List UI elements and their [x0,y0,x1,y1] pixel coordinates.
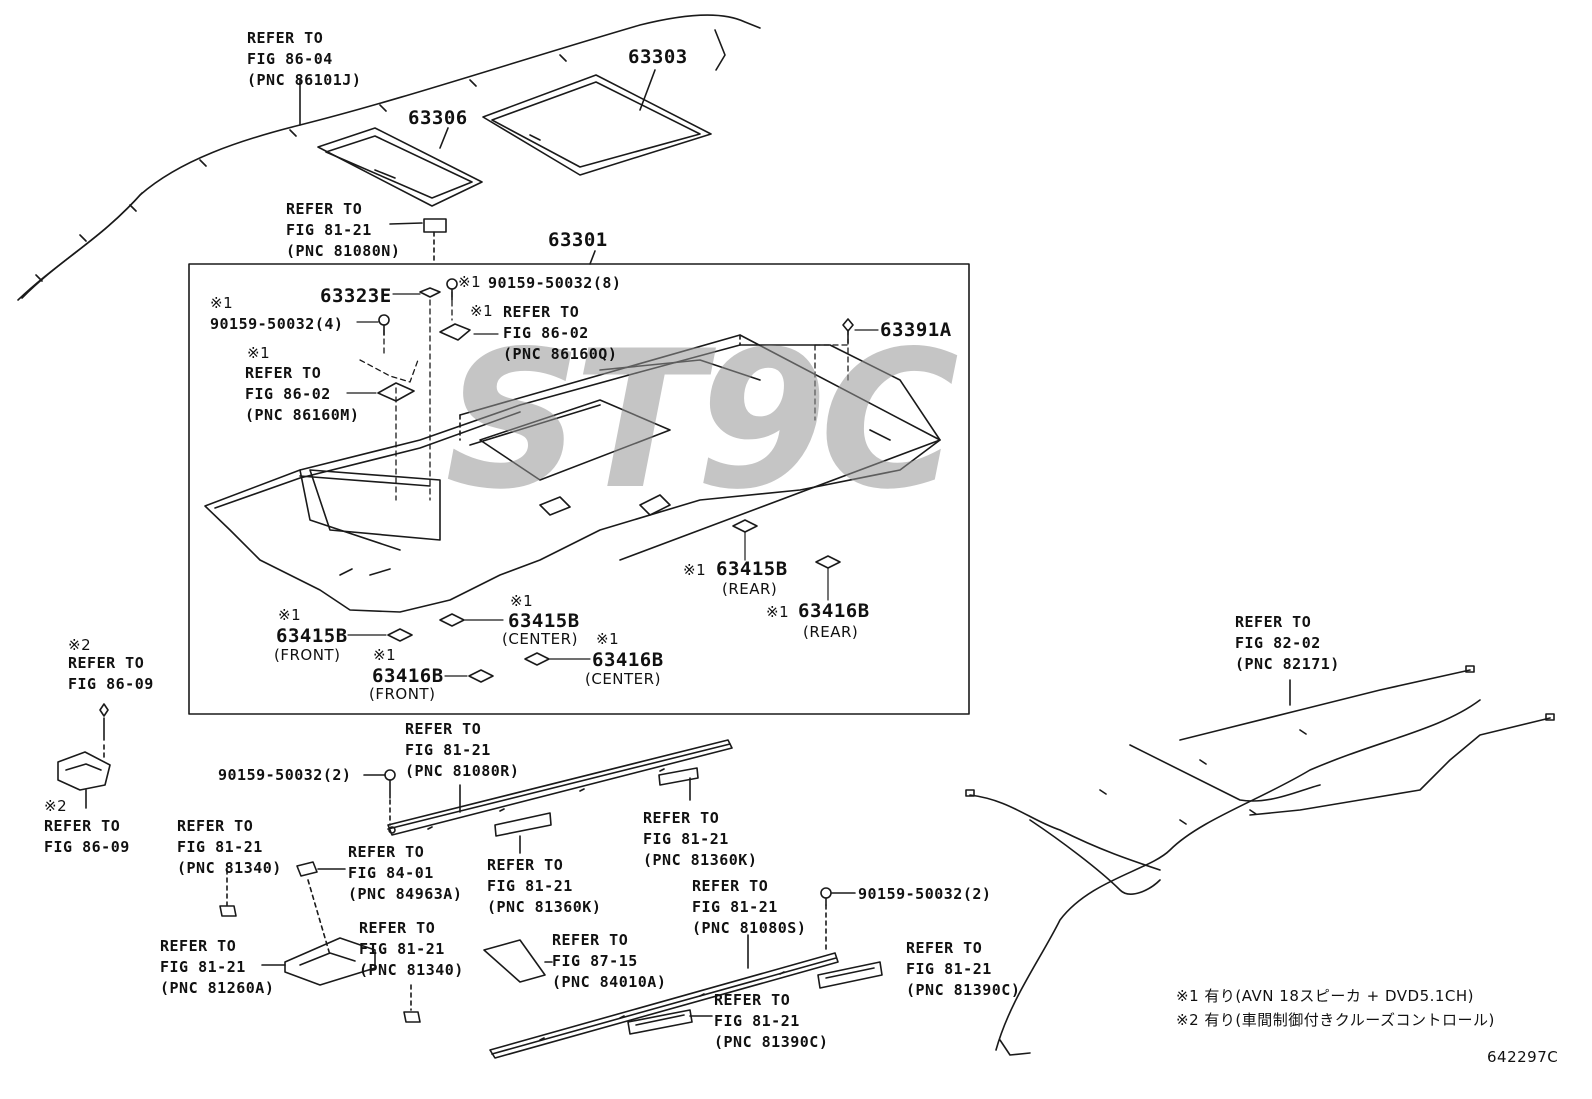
tag-front-1: (FRONT) [274,646,341,664]
catalog-code: 642297C [1487,1048,1559,1066]
roof-harness-86101j [17,14,761,301]
mark-1-bolt4: ※1 [210,294,234,312]
headliner-box [188,263,970,715]
clip-81340-left [219,905,237,917]
part-63303-label: 63303 [628,46,688,68]
mark-2-top: ※2 [68,636,92,654]
tag-front-2: (FRONT) [369,685,436,703]
part-63323e-label: 63323E [320,285,392,307]
note-1: ※1 有り(AVN 18スピーカ + DVD5.1CH) [1176,987,1475,1005]
clip-84963a [296,861,346,956]
part-84010a [483,939,553,983]
ref-86160q-label: REFER TO FIG 86-02 (PNC 86160Q) [503,303,618,363]
ref-81080s-label: REFER TO FIG 81-21 (PNC 81080S) [692,877,807,937]
part-63415b-center-label: 63415B [508,610,580,632]
clip-81360k-right [658,767,699,801]
mark-1-86160m: ※1 [247,344,271,362]
sunshade-63306 [317,127,483,207]
ref-86-04-label: REFER TO FIG 86-04 (PNC 86101J) [247,29,362,89]
watermark-logo: ST9C [445,310,959,531]
ref-81340-mid-label: REFER TO FIG 81-21 (PNC 81340) [359,919,464,979]
mark-1-86160q: ※1 [470,302,494,320]
rail-81080r [363,739,733,836]
tag-rear-2: (REAR) [803,623,859,641]
part-63306-label: 63306 [408,107,468,129]
tag-center-2: (CENTER) [585,670,661,688]
mark-1-63415b-rear: ※1 [683,561,707,579]
mark-1-bolt8: ※1 [458,273,482,291]
tag-center-1: (CENTER) [502,630,578,648]
mark-1-63416b-center: ※1 [596,630,620,648]
headliner-63301 [204,334,941,613]
mark-1-63416b-front: ※1 [373,646,397,664]
clip-81360k-mid [494,812,552,854]
lamp-81390c-bottom [627,1009,713,1035]
part-63416b-front-label: 63416B [372,665,444,687]
part-63391a-label: 63391A [880,319,952,341]
ref-81080r-label: REFER TO FIG 81-21 (PNC 81080R) [405,720,520,780]
clip-81080n [423,218,447,233]
ref-81260a-label: REFER TO FIG 81-21 (PNC 81260A) [160,937,275,997]
note-2: ※2 有り(車間制御付きクルーズコントロール) [1176,1011,1495,1029]
ref-81360k-right-label: REFER TO FIG 81-21 (PNC 81360K) [643,809,758,869]
ref-81080n-label: REFER TO FIG 81-21 (PNC 81080N) [286,200,401,260]
mark-1-63415b-front: ※1 [278,606,302,624]
ref-84963a-label: REFER TO FIG 84-01 (PNC 84963A) [348,843,463,903]
part-63416b-center-label: 63416B [592,649,664,671]
mark-2-bottom: ※2 [44,797,68,815]
mark-1-63415b-center: ※1 [510,592,534,610]
lamp-81260a [261,937,376,986]
ref-81390c-bottom-label: REFER TO FIG 81-21 (PNC 81390C) [714,991,829,1051]
ref-82171-label: REFER TO FIG 82-02 (PNC 82171) [1235,613,1340,673]
ref-81340-left-label: REFER TO FIG 81-21 (PNC 81340) [177,817,282,877]
bolt-8-label: 90159-50032(8) [488,274,622,292]
ref-81360k-mid-label: REFER TO FIG 81-21 (PNC 81360K) [487,856,602,916]
bolt-2a-label: 90159-50032(2) [218,766,352,784]
ref-86160m-label: REFER TO FIG 86-02 (PNC 86160M) [245,364,360,424]
lamp-81390c-right [817,961,883,989]
ref-84010a-label: REFER TO FIG 87-15 (PNC 84010A) [552,931,667,991]
mark-1-63416b-rear: ※1 [766,603,790,621]
leader-81080n [389,222,423,225]
part-63301-label: 63301 [548,229,608,251]
tag-rear-1: (REAR) [722,580,778,598]
rail-81080s [489,887,856,1059]
ref-86-09-bottom-label: REFER TO FIG 86-09 [44,817,130,856]
part-63415b-rear-label: 63415B [716,558,788,580]
bolt-4-label: 90159-50032(4) [210,315,344,333]
part-63415b-front-label: 63415B [276,625,348,647]
sunshade-63303 [482,69,712,176]
clip-81340-mid [403,1011,421,1023]
ref-86-09-top-label: REFER TO FIG 86-09 [68,654,154,693]
bolt-2b-label: 90159-50032(2) [858,885,992,903]
ref-81390c-right-label: REFER TO FIG 81-21 (PNC 81390C) [906,939,1021,999]
part-63416b-rear-label: 63416B [798,600,870,622]
roof-harness-82171 [965,665,1555,1056]
bracket-86-09 [57,703,111,809]
